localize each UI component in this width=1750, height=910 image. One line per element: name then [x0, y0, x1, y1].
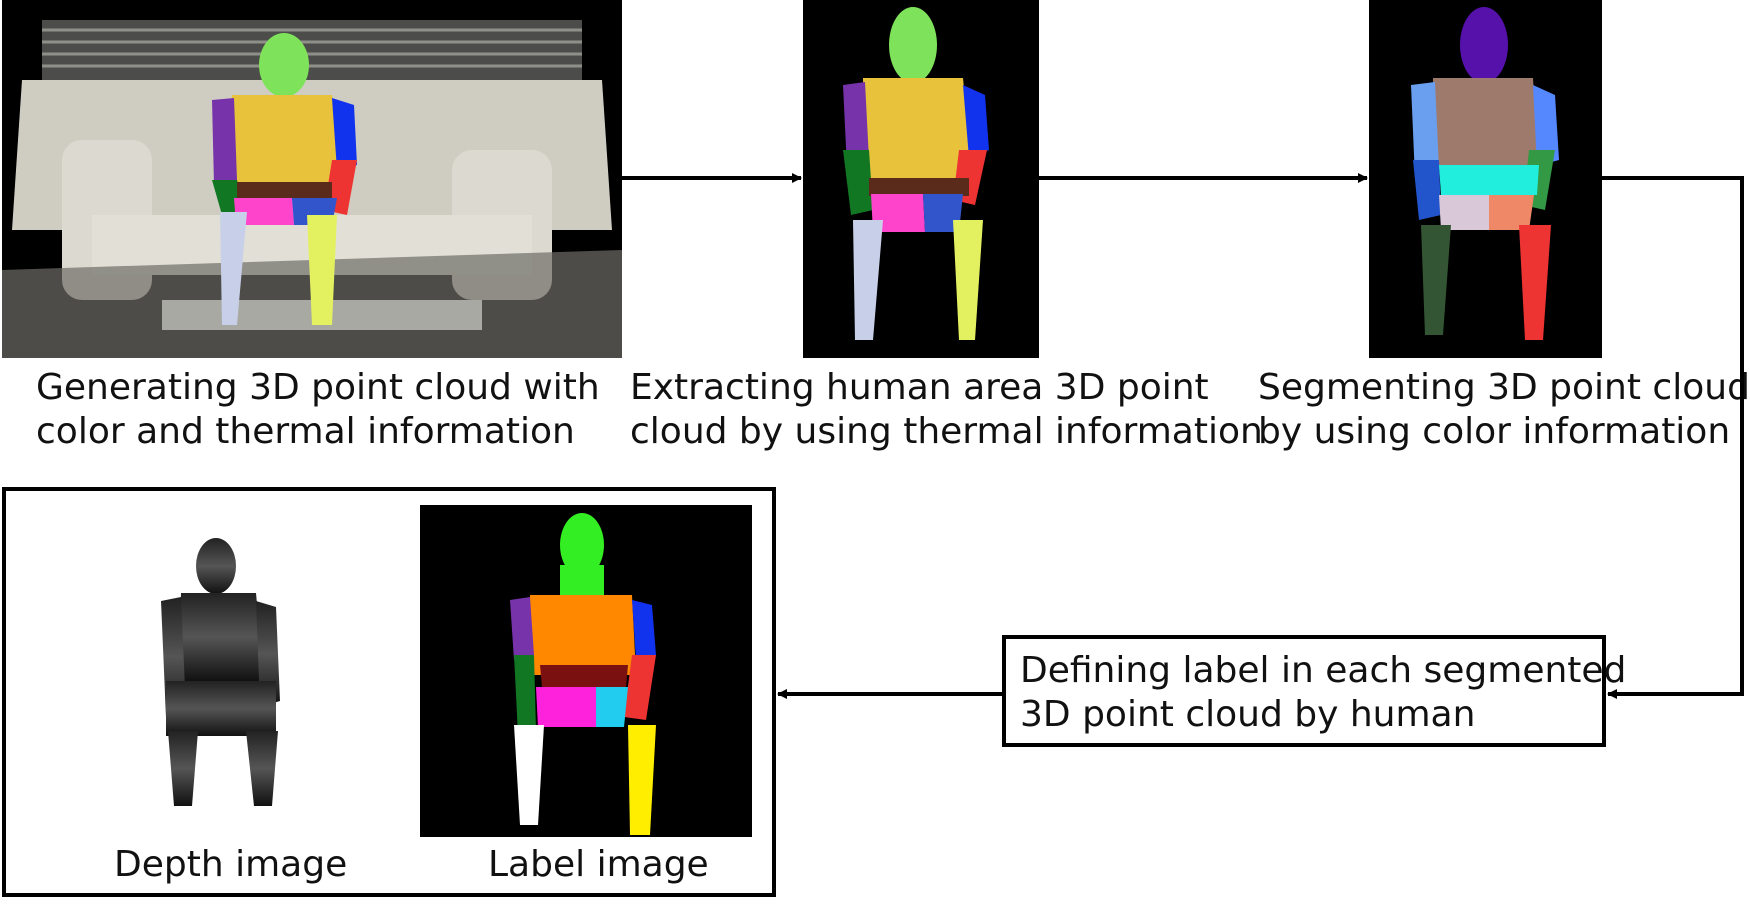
label-figure: [420, 505, 752, 837]
step2-caption-line1: Extracting human area 3D point: [630, 367, 1209, 408]
label-image-label: Label image: [488, 844, 709, 885]
step4-caption: Defining label in each segmented 3D poin…: [1020, 649, 1626, 737]
label-image: [420, 505, 752, 837]
human-area-figure: [803, 0, 1039, 358]
human-area-point-cloud-image: [803, 0, 1039, 358]
step1-caption: Generating 3D point cloud with color and…: [36, 366, 600, 454]
step2-caption-line2: cloud by using thermal information: [630, 411, 1263, 452]
step4-box: Defining label in each segmented 3D poin…: [1002, 635, 1626, 747]
step4-caption-line1: Defining label in each segmented: [1020, 650, 1627, 691]
step1-caption-line2: color and thermal information: [36, 411, 575, 452]
step1-caption-line1: Generating 3D point cloud with: [36, 367, 600, 408]
scene-point-cloud-figure: [2, 0, 622, 358]
depth-image: [126, 521, 346, 821]
step2-caption: Extracting human area 3D point cloud by …: [630, 366, 1263, 454]
depth-image-label: Depth image: [114, 844, 348, 885]
step4-caption-line2: 3D point cloud by human: [1020, 694, 1476, 735]
depth-silhouette: [161, 538, 280, 806]
scene-point-cloud-image: [2, 0, 622, 358]
segmented-figure: [1369, 0, 1602, 358]
segmented-point-cloud-image: [1369, 0, 1602, 358]
output-box: Depth image Label image: [2, 487, 776, 897]
step3-caption-line1: Segmenting 3D point cloud: [1258, 367, 1750, 408]
step3-caption-line2: by using color information: [1258, 411, 1731, 452]
step3-caption: Segmenting 3D point cloud by using color…: [1258, 366, 1750, 454]
